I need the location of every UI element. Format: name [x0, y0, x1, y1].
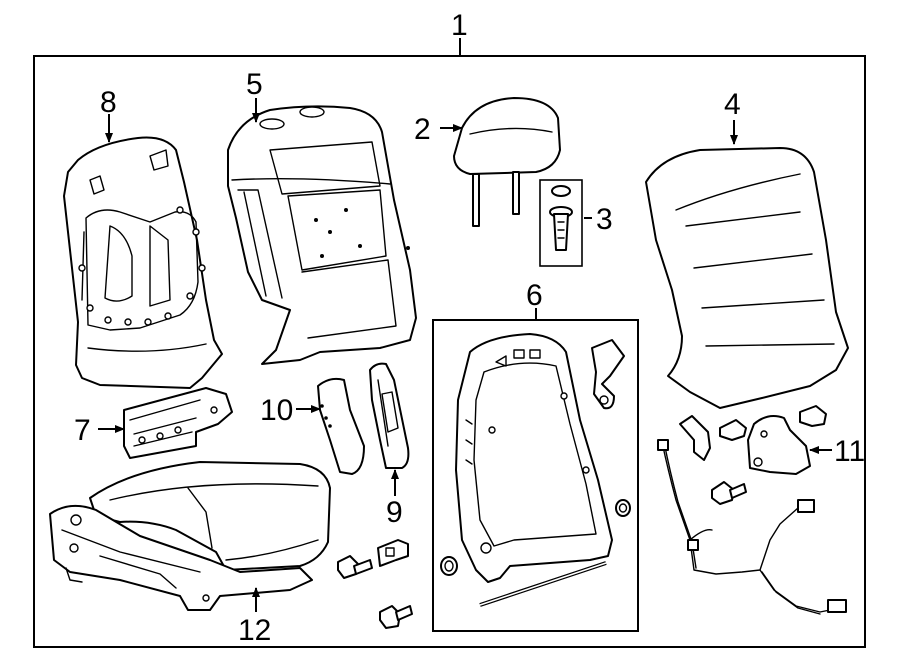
callout-1: 1 — [451, 9, 468, 42]
assembly-frame — [33, 55, 866, 648]
cushion-bolt[interactable] — [337, 555, 373, 579]
part-9-side-airbag[interactable] — [369, 362, 410, 469]
callout-7: 7 — [74, 414, 91, 447]
callout-9: 9 — [386, 496, 403, 529]
part-8-rear-back-panel[interactable] — [63, 136, 223, 389]
callout-11: 11 — [834, 435, 865, 468]
callout-2: 2 — [414, 113, 431, 146]
callout-5: 5 — [246, 68, 263, 101]
seat-cushion-assembly[interactable] — [49, 461, 331, 611]
part-2-headrest[interactable] — [453, 97, 561, 227]
part-7-seat-module[interactable] — [123, 387, 233, 459]
part-6-seat-back-frame[interactable] — [455, 333, 613, 583]
part-11-mounting-brackets[interactable] — [679, 405, 827, 505]
part-4-seat-back-cover[interactable] — [645, 147, 849, 409]
part-6-recliner-motor[interactable] — [591, 339, 625, 410]
callout-10: 10 — [260, 394, 293, 427]
callout-4: 4 — [724, 88, 741, 121]
cushion-bolt-lower[interactable] — [379, 605, 413, 629]
callout-8: 8 — [100, 86, 117, 119]
part-10-side-bolster[interactable] — [317, 377, 365, 475]
callout-6: 6 — [526, 279, 543, 312]
cushion-clip[interactable] — [377, 539, 409, 567]
part-6-washers-and-rod[interactable] — [440, 499, 631, 607]
part-3-headrest-guide-kit[interactable] — [539, 179, 583, 267]
part-5-seat-back-pad[interactable] — [227, 105, 417, 365]
callout-12: 12 — [238, 614, 271, 647]
callout-3: 3 — [596, 203, 613, 236]
wiring-harness[interactable] — [657, 439, 847, 615]
